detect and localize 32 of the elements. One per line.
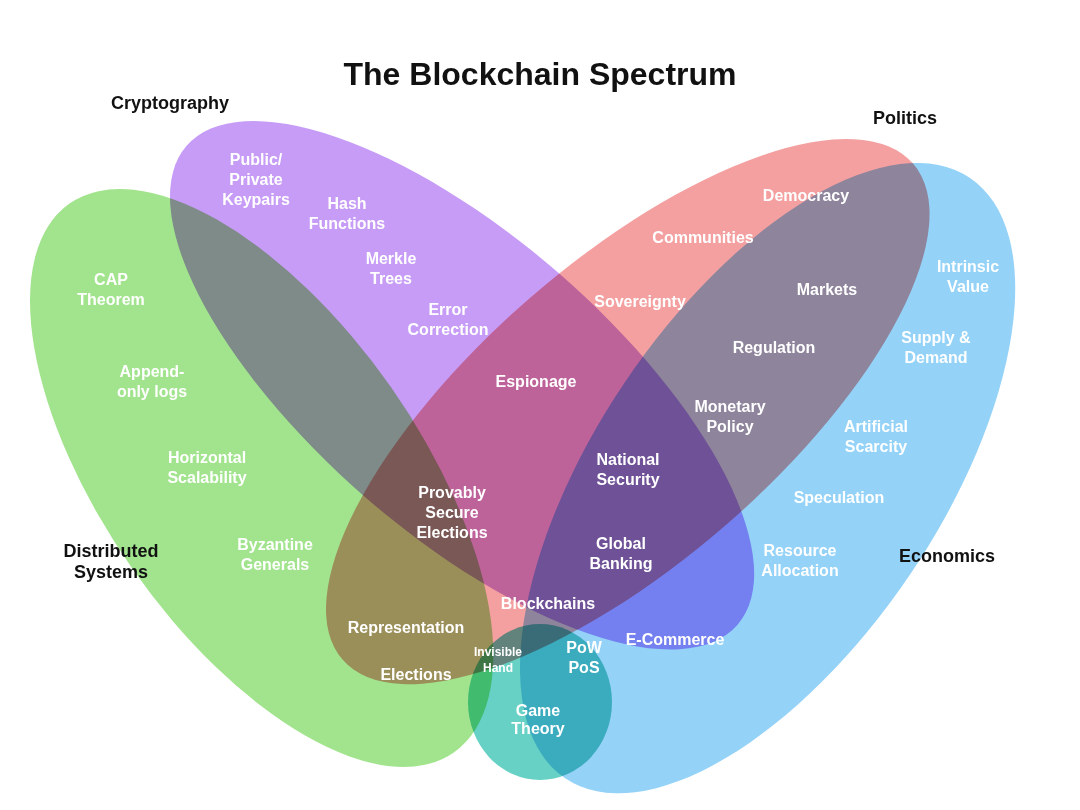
term-label: Horizontal Scalability	[166, 448, 248, 488]
term-label: Merkle Trees	[364, 249, 418, 289]
term-label: Regulation	[731, 338, 817, 358]
term-label: Artificial Scarcity	[843, 417, 909, 457]
set-heading: Cryptography	[111, 92, 229, 114]
term-label: Resource Allocation	[760, 541, 840, 581]
term-label: Hash Functions	[307, 194, 387, 234]
term-label: National Security	[595, 450, 661, 490]
term-label: Append-only logs	[115, 362, 189, 402]
term-label: Representation	[346, 618, 466, 638]
term-label: Public/ Private Keypairs	[221, 150, 291, 210]
term-label: Supply & Demand	[900, 328, 972, 368]
term-label: Intrinsic Value	[935, 257, 1001, 297]
term-label: Global Banking	[588, 534, 654, 574]
set-heading: Economics	[898, 545, 995, 567]
set-heading: Game Theory	[510, 702, 566, 738]
term-label: Elections	[379, 665, 453, 685]
term-label: Communities	[651, 228, 755, 248]
term-label: Monetary Policy	[693, 397, 767, 437]
term-label: PoW PoS	[565, 638, 603, 678]
term-label: Espionage	[494, 372, 578, 392]
term-label: Provably Secure Elections	[415, 483, 489, 543]
term-label: E-Commerce	[624, 630, 726, 650]
term-label: Markets	[795, 280, 859, 300]
term-label: Sovereignty	[593, 292, 687, 312]
term-label: Byzantine Generals	[236, 535, 314, 575]
diagram-title: The Blockchain Spectrum	[342, 56, 738, 93]
term-label: Error Correction	[406, 300, 490, 340]
term-label: Speculation	[792, 488, 886, 508]
term-label: CAP Theorem	[76, 270, 146, 310]
set-heading: Politics	[872, 107, 937, 129]
set-heading: Distributed Systems	[62, 541, 160, 583]
